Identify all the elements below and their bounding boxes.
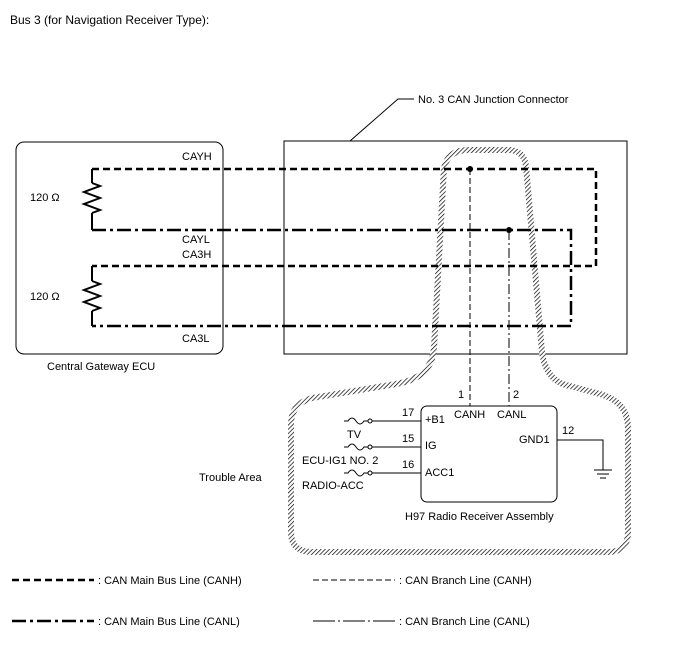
b1-pin-number: 17 [402, 407, 414, 419]
radio-receiver-box [420, 405, 558, 503]
pin-ca3l-label: CA3L [182, 333, 210, 345]
gnd-wire [557, 439, 604, 470]
ecu-ig1-fuse-icon [344, 443, 368, 451]
ig-terminal-label: IG [425, 440, 437, 452]
canl-terminal-label: CANL [497, 409, 526, 421]
resistor-bottom-icon [81, 280, 103, 312]
pin-cayh-label: CAYH [182, 151, 212, 163]
ecu-ig1-fuse-terminal [367, 444, 373, 450]
junction-leader-line [349, 98, 414, 142]
tv-fuse-label: TV [347, 429, 362, 441]
central-gateway-ecu-box [15, 141, 224, 355]
radio-receiver-label: H97 Radio Receiver Assembly [405, 511, 554, 523]
pin-ca3h-label: CA3H [182, 249, 211, 261]
legend-branch-canh-label: : CAN Branch Line (CANH) [399, 575, 532, 587]
acc-terminal-label: ACC1 [425, 467, 454, 479]
legend-main-canl-label: : CAN Main Bus Line (CANL) [98, 616, 240, 628]
radio-acc-fuse-icon [344, 469, 368, 477]
acc-pin-number: 16 [402, 459, 414, 471]
resistor-top-icon [81, 182, 103, 214]
central-gateway-ecu-label: Central Gateway ECU [47, 361, 155, 373]
canh-terminal-label: CANH [454, 409, 485, 421]
junction-connector-box [283, 140, 628, 355]
resistor-top-value: 120 Ω [30, 192, 60, 204]
trouble-area-outline [288, 147, 631, 555]
ecu-ig1-fuse-label: ECU-IG1 NO. 2 [302, 455, 378, 467]
radio-acc-fuse-terminal [367, 470, 373, 476]
ig-pin-number: 15 [402, 433, 414, 445]
tv-fuse-icon [344, 417, 368, 425]
pin-cayl-label: CAYL [182, 234, 210, 246]
trouble-area-label: Trouble Area [199, 472, 262, 484]
main-bus-canh-line-upper [92, 167, 598, 268]
tv-fuse-terminal [367, 418, 373, 424]
canh-pin-number: 1 [458, 389, 464, 401]
gnd-pin-number: 12 [562, 425, 574, 437]
junction-connector-label: No. 3 CAN Junction Connector [418, 94, 569, 106]
gnd-terminal-label: GND1 [519, 434, 550, 446]
legend-branch-canl-label: : CAN Branch Line (CANL) [399, 616, 530, 628]
b1-terminal-label: +B1 [425, 414, 445, 426]
resistor-bottom-value: 120 Ω [30, 291, 60, 303]
legend-main-canh-label: : CAN Main Bus Line (CANH) [98, 575, 242, 587]
radio-acc-fuse-label: RADIO-ACC [302, 480, 364, 492]
canl-pin-number: 2 [513, 389, 519, 401]
diagram-title: Bus 3 (for Navigation Receiver Type): [10, 13, 209, 27]
main-bus-canl-line [92, 228, 573, 328]
